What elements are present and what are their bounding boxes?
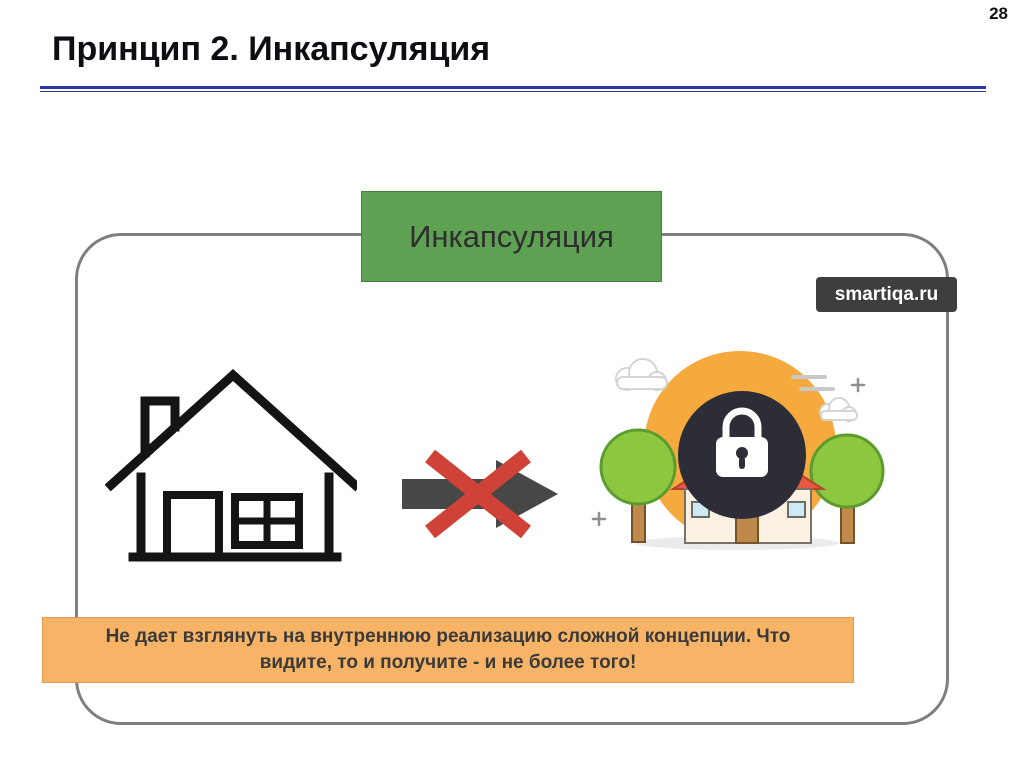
blocked-arrow-icon [402, 450, 558, 538]
house-outline-icon [105, 368, 357, 562]
page-number: 28 [989, 4, 1008, 23]
underline-thin-line [40, 91, 986, 92]
house-door [163, 491, 223, 561]
caption-line-1: Не дает взглянуть на внутреннюю реализац… [105, 626, 791, 648]
slide-title: Принцип 2. Инкапсуляция [52, 30, 491, 68]
caption-banner: Не дает взглянуть на внутреннюю реализац… [42, 617, 854, 683]
red-cross-icon [425, 450, 531, 538]
house-chimney [140, 396, 180, 458]
tree-icon-left [599, 428, 677, 543]
encapsulation-label: Инкапсуляция [361, 191, 662, 282]
tree-icon-right [809, 433, 885, 544]
caption-line-2: видите, то и получите - и не более того! [259, 652, 637, 673]
locked-house-illustration [591, 351, 885, 550]
house-window-cross [231, 493, 303, 549]
underline-thick-line [40, 86, 986, 89]
cloud-icon [615, 358, 668, 391]
sparkle-icon [591, 377, 866, 527]
title-underline [40, 86, 986, 92]
small-cloud-icon [819, 397, 858, 422]
lock-icon [716, 407, 768, 477]
wind-lines-icon [791, 375, 835, 391]
house-roof [105, 368, 357, 492]
watermark-badge: smartiqa.ru [816, 277, 957, 312]
